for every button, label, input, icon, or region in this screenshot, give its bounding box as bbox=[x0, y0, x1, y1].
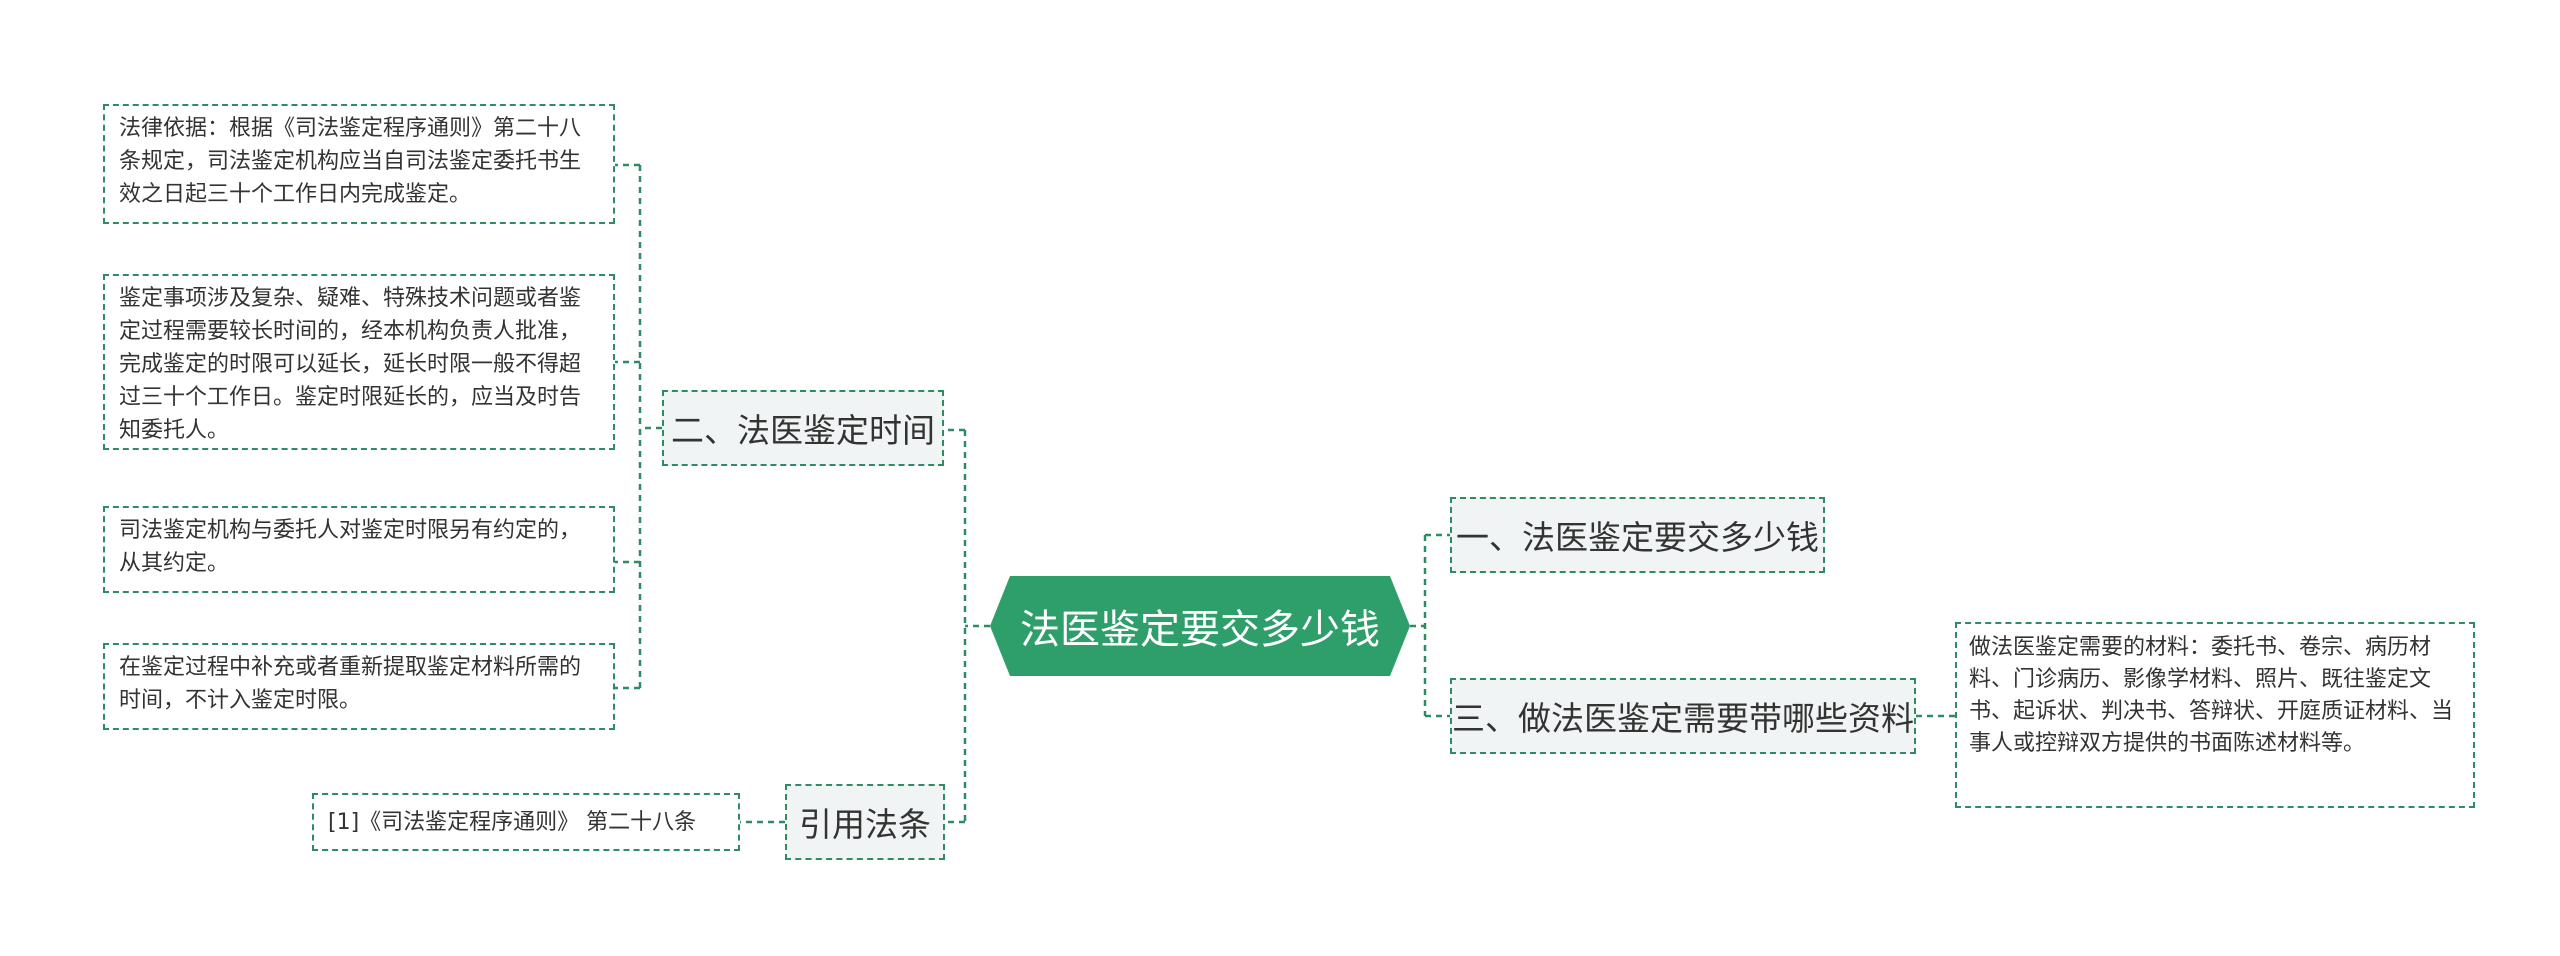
time-leaf-4[interactable]: 在鉴定过程中补充或者重新提取鉴定材料所需的时间，不计入鉴定时限。 bbox=[103, 643, 615, 730]
branch-citation-label: 引用法条 bbox=[799, 805, 931, 844]
time-leaf-3-text: 司法鉴定机构与委托人对鉴定时限另有约定的，从其约定。 bbox=[119, 518, 582, 576]
time-leaf-3[interactable]: 司法鉴定机构与委托人对鉴定时限另有约定的，从其约定。 bbox=[103, 506, 615, 593]
time-leaf-2[interactable]: 鉴定事项涉及复杂、疑难、特殊技术问题或者鉴定过程需要较长时间的，经本机构负责人批… bbox=[103, 274, 615, 450]
citation-leaf-text: [1]《司法鉴定程序通则》 第二十八条 bbox=[328, 809, 697, 835]
branch-fee[interactable]: 一、法医鉴定要交多少钱 bbox=[1450, 497, 1825, 573]
branch-time-label: 二、法医鉴定时间 bbox=[671, 411, 935, 450]
time-leaf-4-text: 在鉴定过程中补充或者重新提取鉴定材料所需的时间，不计入鉴定时限。 bbox=[119, 655, 582, 713]
root-label: 法医鉴定要交多少钱 bbox=[1020, 607, 1380, 653]
branch-materials-label: 三、做法医鉴定需要带哪些资料 bbox=[1452, 699, 1914, 738]
time-leaf-2-text: 鉴定事项涉及复杂、疑难、特殊技术问题或者鉴定过程需要较长时间的，经本机构负责人批… bbox=[119, 286, 582, 443]
root-hexagon-shape bbox=[990, 576, 1410, 676]
time-leaf-1-text: 法律依据：根据《司法鉴定程序通则》第二十八条规定，司法鉴定机构应当自司法鉴定委托… bbox=[119, 116, 582, 207]
branch-citation[interactable]: 引用法条 bbox=[785, 784, 945, 860]
citation-leaf[interactable]: [1]《司法鉴定程序通则》 第二十八条 bbox=[312, 793, 740, 851]
time-leaf-1[interactable]: 法律依据：根据《司法鉴定程序通则》第二十八条规定，司法鉴定机构应当自司法鉴定委托… bbox=[103, 104, 615, 224]
branch-materials[interactable]: 三、做法医鉴定需要带哪些资料 bbox=[1450, 678, 1916, 754]
materials-leaf-text: 做法医鉴定需要的材料：委托书、卷宗、病历材料、门诊病历、影像学材料、照片、既往鉴… bbox=[1969, 635, 2454, 756]
branch-time[interactable]: 二、法医鉴定时间 bbox=[662, 390, 944, 466]
branch-fee-label: 一、法医鉴定要交多少钱 bbox=[1456, 518, 1819, 557]
root-topic[interactable]: 法医鉴定要交多少钱 bbox=[990, 576, 1410, 676]
materials-leaf[interactable]: 做法医鉴定需要的材料：委托书、卷宗、病历材料、门诊病历、影像学材料、照片、既往鉴… bbox=[1955, 622, 2475, 808]
